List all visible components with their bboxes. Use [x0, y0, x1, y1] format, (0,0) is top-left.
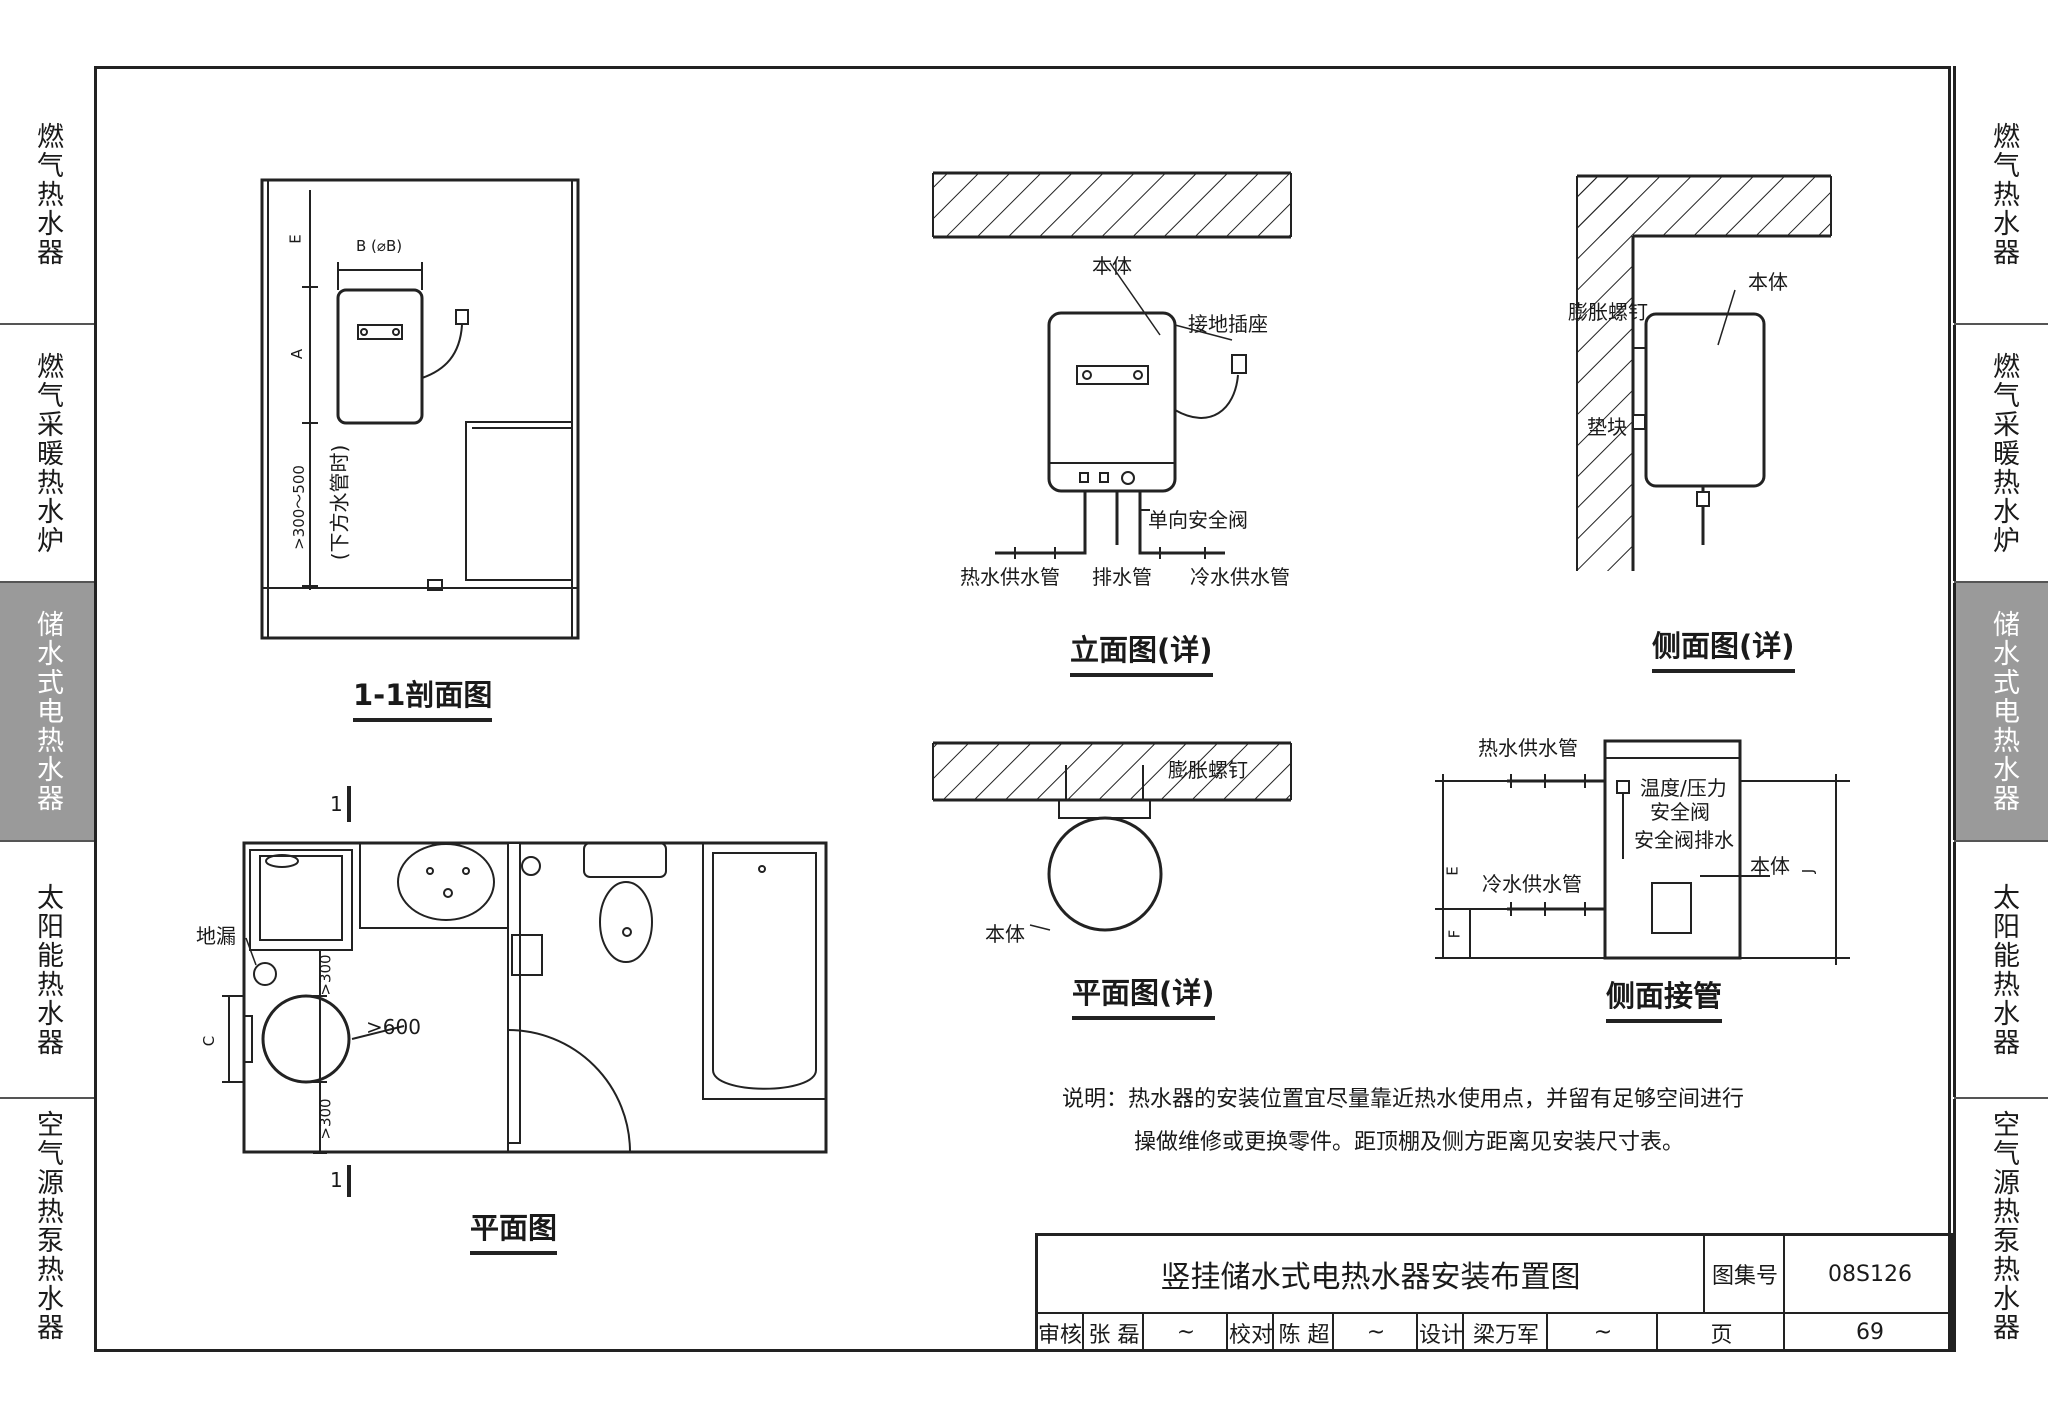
pipe-valve-line2: 安全阀	[1650, 800, 1710, 824]
atlas-number: 08S126	[1783, 1236, 1955, 1312]
side-pad-label: 垫块	[1587, 415, 1627, 439]
elevation-view-drawing	[932, 171, 1292, 559]
title-block: 竖挂储水式电热水器安装布置图 图集号 08S126 审核 张 磊 ~ 校对 陈 …	[1035, 1233, 1953, 1352]
page-number: 69	[1783, 1314, 1955, 1351]
drawing-frame	[94, 66, 1951, 1352]
checker-name: 陈 超	[1272, 1314, 1334, 1351]
tab-label: 燃气热水器	[1988, 122, 2019, 267]
tab-divider	[0, 1097, 94, 1099]
plan-detail-drawing	[932, 741, 1292, 932]
plan-detail-body-label: 本体	[985, 922, 1025, 946]
pipe-hot-label: 热水供水管	[1478, 736, 1578, 760]
side-view-title: 侧面图(详)	[1652, 623, 1795, 673]
designer-name: 梁万军	[1462, 1314, 1548, 1351]
side-pipe-title: 侧面接管	[1606, 973, 1723, 1023]
tab-solar-heater[interactable]: 太阳能热水器	[1953, 842, 2048, 1097]
note-line-2: 操做维修或更换零件。距顶棚及侧方距离见安装尺寸表。	[1134, 1130, 1685, 1155]
section-dim-height: >300～500	[289, 465, 308, 550]
plan-dim-300-top: >300	[316, 954, 335, 996]
pipe-valve-drain: 安全阀排水	[1634, 828, 1734, 852]
reviewer-name: 张 磊	[1082, 1314, 1144, 1351]
tab-gas-boiler[interactable]: 燃气采暖热水炉	[1953, 325, 2048, 581]
reviewer-signature: ~	[1142, 1314, 1228, 1351]
tab-label: 太阳能热水器	[32, 882, 63, 1057]
plan-detail-title: 平面图(详)	[1072, 970, 1215, 1020]
section-dim-e: E	[286, 234, 305, 244]
atlas-label: 图集号	[1703, 1236, 1785, 1312]
tab-label: 燃气采暖热水炉	[1988, 351, 2019, 555]
elevation-view-title: 立面图(详)	[1070, 627, 1213, 677]
section-dim-b: B (⌀B)	[356, 237, 403, 255]
plan-dim-c: C	[200, 1035, 219, 1047]
side-pipe-drawing	[1435, 739, 1850, 965]
pipe-cold-label: 冷水供水管	[1482, 872, 1582, 896]
plan-section-mark-bottom: 1	[330, 1168, 343, 1192]
checker-signature: ~	[1332, 1314, 1418, 1351]
section-view-drawing	[260, 178, 580, 640]
plan-section-mark-top: 1	[330, 792, 343, 816]
pipe-body-label: 本体	[1750, 854, 1790, 878]
check-label: 校对	[1226, 1314, 1274, 1351]
pipe-dim-e: E	[1443, 866, 1462, 876]
drawing-title: 竖挂储水式电热水器安装布置图	[1160, 1260, 1581, 1295]
note-line-1: 说明：热水器的安装位置宜尽量靠近热水使用点，并留有足够空间进行	[1062, 1087, 1745, 1112]
tab-label: 空气源热泵热水器	[1988, 1109, 2019, 1342]
plan-dim-300-bottom: >300	[316, 1098, 335, 1140]
tab-divider	[0, 840, 94, 842]
design-label: 设计	[1416, 1314, 1464, 1351]
tab-divider	[1954, 581, 2048, 583]
designer-signature: ~	[1546, 1314, 1658, 1351]
elev-hot-pipe-label: 热水供水管	[960, 565, 1060, 589]
tab-divider	[1954, 1097, 2048, 1099]
tab-divider	[1954, 323, 2048, 325]
elev-drain-label: 排水管	[1092, 565, 1152, 589]
pipe-dim-j: J	[1799, 868, 1818, 874]
tab-storage-electric-heater[interactable]: 储水式电热水器	[1953, 583, 2048, 840]
plan-dim-600: >600	[366, 1015, 421, 1039]
section-dim-a: A	[288, 348, 307, 360]
side-bolt-label: 膨胀螺钉	[1568, 300, 1648, 324]
review-label: 审核	[1038, 1322, 1083, 1348]
elev-cold-pipe-label: 冷水供水管	[1190, 565, 1290, 589]
floor-plan-drawing	[222, 786, 828, 1197]
floor-plan-title: 平面图	[470, 1205, 558, 1255]
plan-floor-drain-label: 地漏	[196, 924, 236, 948]
pipe-dim-f: F	[1445, 929, 1464, 939]
side-body-label: 本体	[1748, 270, 1788, 294]
title-block-divider	[1038, 1312, 1950, 1314]
tab-divider	[0, 323, 94, 325]
tab-label: 储水式电热水器	[32, 610, 63, 813]
tab-gas-water-heater[interactable]: 燃气热水器	[1953, 66, 2048, 323]
side-view-drawing	[1576, 174, 1832, 571]
pipe-valve-line1: 温度/压力	[1640, 776, 1727, 800]
tab-label: 太阳能热水器	[1988, 882, 2019, 1057]
tab-label: 燃气热水器	[32, 122, 63, 267]
tab-label: 储水式电热水器	[1988, 610, 2019, 813]
elev-check-valve-label: 单向安全阀	[1148, 508, 1248, 532]
section-view-title: 1-1剖面图	[353, 672, 493, 722]
elev-socket-label: 接地插座	[1188, 312, 1268, 336]
tab-label: 燃气采暖热水炉	[32, 351, 63, 555]
tab-label: 空气源热泵热水器	[32, 1109, 63, 1342]
tab-air-source-heat-pump[interactable]: 空气源热泵热水器	[1953, 1099, 2048, 1352]
plan-detail-bolt-label: 膨胀螺钉	[1168, 758, 1248, 782]
tab-divider	[0, 581, 94, 583]
section-dim-note: (下方水管时)	[327, 444, 352, 561]
page-label: 页	[1656, 1314, 1785, 1351]
tab-divider	[1954, 840, 2048, 842]
elev-body-label: 本体	[1092, 254, 1132, 278]
